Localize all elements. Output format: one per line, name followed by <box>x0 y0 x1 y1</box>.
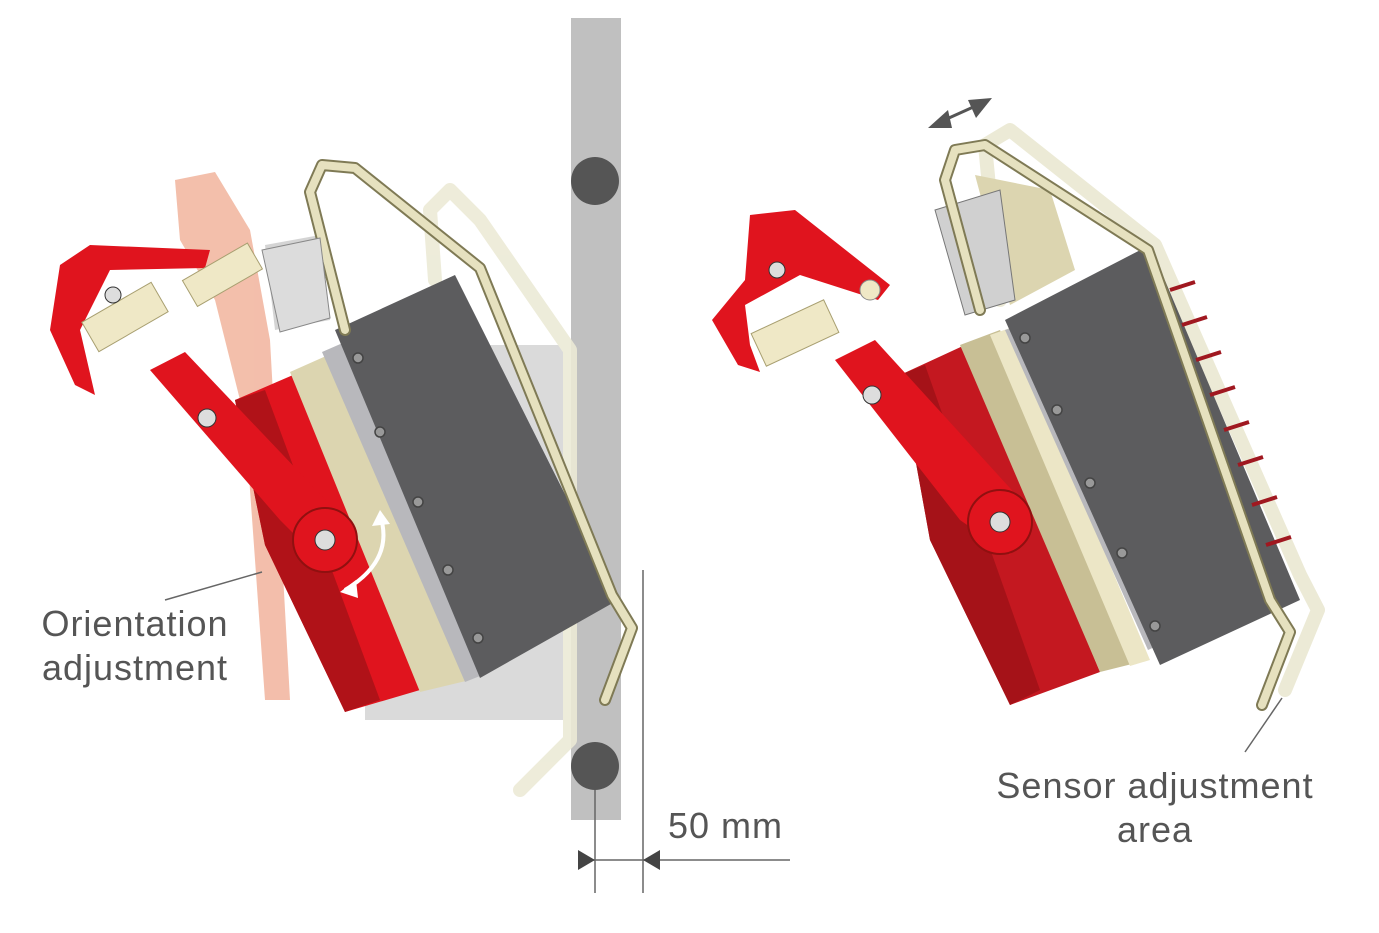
left-sensor-assembly <box>50 159 638 712</box>
red-arm <box>150 352 340 560</box>
dark-sensor-box <box>335 275 618 678</box>
rail-hole-top <box>571 157 619 205</box>
bracket <box>261 237 331 333</box>
double-arrow-icon <box>928 98 992 128</box>
rail-hole-bottom <box>571 742 619 790</box>
dark-sensor-box <box>1005 245 1300 665</box>
orientation-label-line2: adjustment <box>41 647 229 688</box>
dimension-50mm <box>578 570 790 893</box>
right-sensor-assembly <box>712 123 1325 711</box>
orientation-label: Orientation adjustment <box>26 602 244 690</box>
sensor-label-line1: Sensor adjustment <box>996 765 1314 806</box>
sensor-label-line2: area <box>1116 809 1194 850</box>
sensor-leader <box>1244 697 1283 753</box>
cream-block <box>960 330 1140 672</box>
dimension-label: 50 mm <box>668 805 784 846</box>
vertical-rail <box>571 18 621 820</box>
sensor-area-label: Sensor adjustment area <box>972 764 1338 852</box>
orientation-label-line1: Orientation <box>41 603 229 644</box>
orientation-leader <box>164 571 263 601</box>
